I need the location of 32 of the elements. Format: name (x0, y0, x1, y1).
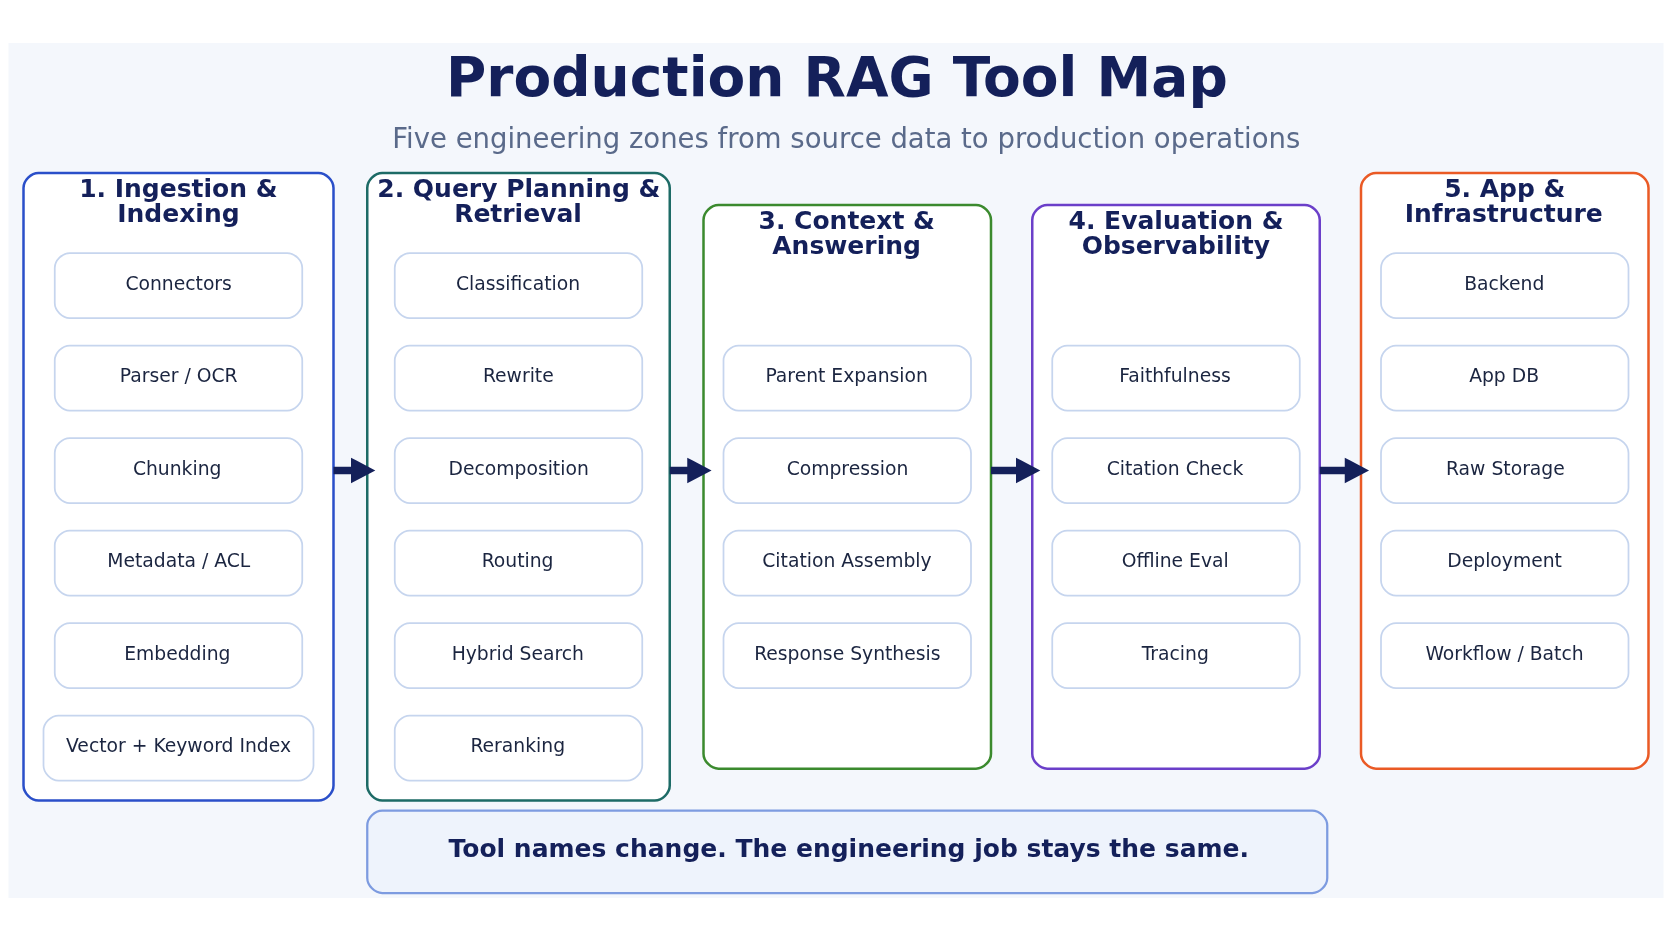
node-box: Tool names change. The engineering job stays the same. (366, 809, 1329, 895)
node-box: Vector + Keyword Index (42, 714, 315, 782)
node-box: Citation Assembly (722, 529, 972, 597)
node-box: Raw Storage (1380, 437, 1630, 504)
node-box: Response Synthesis (722, 622, 972, 689)
arrow (669, 457, 712, 484)
node-box: App DB (1380, 344, 1630, 412)
node-box: Citation Check (1051, 437, 1301, 504)
node-box: Classification (393, 252, 644, 319)
arrow (1319, 457, 1370, 484)
node-box: Parent Expansion (722, 344, 972, 412)
node-box: Embedding (53, 622, 304, 689)
node-box: Connectors (53, 252, 304, 319)
node-box: Decomposition (393, 437, 644, 504)
node-box: Parser / OCR (53, 344, 304, 412)
node-box: Compression (722, 437, 972, 504)
node-box: Faithfulness (1051, 344, 1301, 412)
arrow (333, 457, 376, 484)
node-box: Metadata / ACL (53, 529, 304, 597)
node-box: Rewrite (393, 344, 644, 412)
node-box: Reranking (393, 714, 644, 782)
label: Five engineering zones from source data to production operations (392, 121, 1301, 154)
arrow (991, 457, 1041, 484)
node-box: Routing (393, 529, 644, 597)
node-box: Workflow / Batch (1380, 622, 1630, 689)
node-box: Hybrid Search (393, 622, 644, 689)
node-box: Deployment (1380, 529, 1630, 597)
node-box: Chunking (53, 437, 304, 504)
diagram-title: Production RAG Tool Map (446, 44, 1228, 109)
node-box: Tracing (1051, 622, 1301, 689)
node-box: Offline Eval (1051, 529, 1301, 597)
node-box: Backend (1380, 252, 1630, 319)
